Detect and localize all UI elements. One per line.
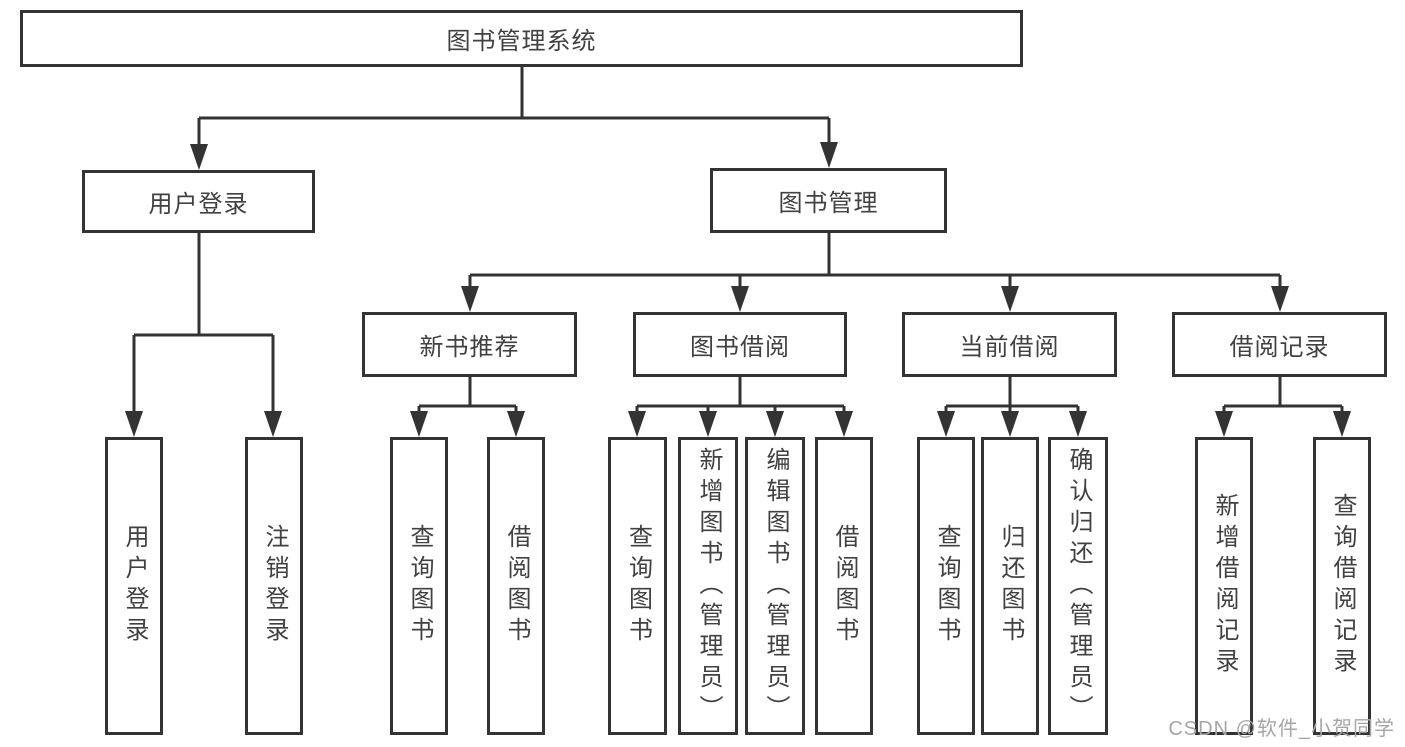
leaf-label: 借阅图书 <box>831 524 858 648</box>
leaf-label: 注销登录 <box>261 524 288 648</box>
leaf-label: 查询图书 <box>406 524 433 648</box>
node-book-management-label: 图书管理 <box>778 190 879 217</box>
node-user-login: 用户登录 <box>82 170 315 233</box>
connector-user-login-branch <box>132 233 275 412</box>
arrow-down-icon <box>1215 411 1233 437</box>
arrow-down-icon <box>731 286 749 312</box>
connector-book-management-branch <box>468 233 1282 288</box>
node-current-borrow-label: 当前借阅 <box>959 334 1060 361</box>
leaf-label: 用户登录 <box>121 524 148 648</box>
arrow-down-icon <box>1001 286 1019 312</box>
node-new-book-recommend-label: 新书推荐 <box>419 334 520 361</box>
leaf-confirm-return-admin: 确认归还（管理员） <box>1048 437 1108 735</box>
connector-current-borrow-branch <box>944 377 1080 413</box>
leaf-query-books-borrow: 查询图书 <box>608 437 667 735</box>
leaf-borrow-books-recommend: 借阅图书 <box>487 437 545 735</box>
node-root: 图书管理系统 <box>20 10 1023 67</box>
arrow-down-icon <box>410 411 428 437</box>
arrow-down-icon <box>820 142 838 168</box>
node-borrow-records: 借阅记录 <box>1172 312 1387 377</box>
connector-root-branch <box>197 67 831 146</box>
csdn-watermark: CSDN @软件_小贺同学 <box>1168 718 1395 740</box>
leaf-query-borrow-record: 查询借阅记录 <box>1313 437 1371 735</box>
leaf-query-books-recommend: 查询图书 <box>390 437 448 735</box>
leaf-user-login: 用户登录 <box>105 437 163 735</box>
node-borrow-records-label: 借阅记录 <box>1229 334 1330 361</box>
arrow-down-icon <box>937 411 955 437</box>
arrow-down-icon <box>699 411 717 437</box>
leaf-label: 新增借阅记录 <box>1211 493 1238 679</box>
connector-new-book-branch <box>417 377 518 413</box>
node-current-borrow: 当前借阅 <box>902 312 1117 377</box>
leaf-label: 借阅图书 <box>503 524 530 648</box>
leaf-query-books-current: 查询图书 <box>917 437 975 735</box>
leaf-label: 查询图书 <box>933 524 960 648</box>
node-root-label: 图书管理系统 <box>446 28 597 55</box>
arrow-down-icon <box>125 411 143 437</box>
leaf-label: 新增图书（管理员） <box>695 446 722 726</box>
arrow-down-icon <box>190 144 208 170</box>
node-new-book-recommend: 新书推荐 <box>362 312 577 377</box>
arrow-down-icon <box>1271 286 1289 312</box>
arrow-down-icon <box>507 411 525 437</box>
arrow-down-icon <box>835 411 853 437</box>
arrow-down-icon <box>1333 411 1351 437</box>
leaf-label: 查询图书 <box>624 524 652 648</box>
arrow-down-icon <box>1001 411 1019 437</box>
leaf-edit-books-admin: 编辑图书（管理员） <box>745 437 805 735</box>
leaf-add-books-admin: 新增图书（管理员） <box>678 437 738 735</box>
connector-borrow-records-branch <box>1222 377 1344 413</box>
arrow-down-icon <box>766 411 784 437</box>
node-book-borrow: 图书借阅 <box>633 312 847 377</box>
leaf-borrow-books: 借阅图书 <box>815 437 873 735</box>
leaf-add-borrow-record: 新增借阅记录 <box>1195 437 1253 735</box>
leaf-label: 编辑图书（管理员） <box>762 446 789 726</box>
arrow-down-icon <box>1069 411 1087 437</box>
node-book-borrow-label: 图书借阅 <box>690 334 790 361</box>
leaf-label: 归还图书 <box>997 524 1024 648</box>
node-user-login-label: 用户登录 <box>148 191 249 218</box>
leaf-return-books: 归还图书 <box>981 437 1039 735</box>
leaf-logout: 注销登录 <box>245 437 303 735</box>
arrow-down-icon <box>461 286 479 312</box>
node-book-management: 图书管理 <box>710 168 947 233</box>
arrow-down-icon <box>628 411 646 437</box>
leaf-label: 确认归还（管理员） <box>1065 446 1092 726</box>
connector-book-borrow-branch <box>635 377 846 413</box>
leaf-label: 查询借阅记录 <box>1329 493 1356 679</box>
arrow-down-icon <box>264 411 282 437</box>
